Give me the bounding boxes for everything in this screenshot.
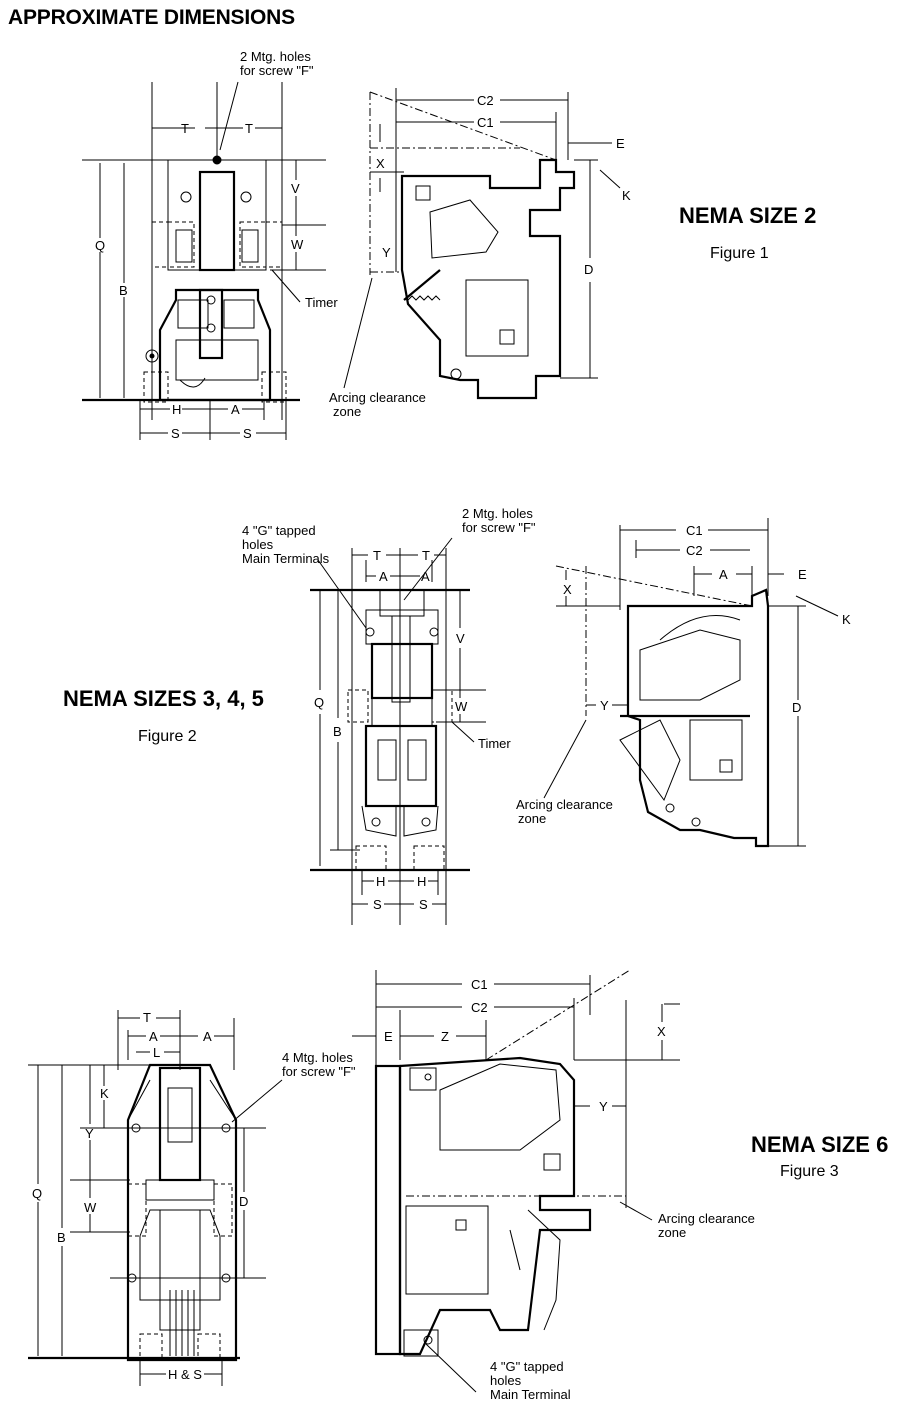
- fig3-tapped-line1: 4 "G" tapped: [490, 1359, 564, 1374]
- fig3-front-view: [28, 1010, 283, 1386]
- fig1-dim-b: B: [119, 283, 128, 298]
- fig3-tapped-line3: Main Terminal: [490, 1387, 571, 1402]
- fig3-dim-k: K: [100, 1086, 109, 1101]
- fig2-dim-t1: T: [373, 548, 381, 563]
- fig2-mtg-line1: 2 Mtg. holes: [462, 506, 533, 521]
- fig3-dim-l: L: [153, 1045, 161, 1060]
- fig1-dim-t1: T: [181, 121, 189, 136]
- fig3-caption: Figure 3: [780, 1163, 839, 1180]
- fig3-dim-t: T: [143, 1010, 151, 1025]
- fig2-arcing-line2: zone: [518, 811, 547, 826]
- fig2-timer-label: Timer: [478, 736, 511, 751]
- fig3-dim-e: E: [384, 1029, 393, 1044]
- fig1-arcing-note: Arcing clearance zone: [329, 391, 426, 419]
- fig2-dim-y: Y: [600, 698, 609, 713]
- fig1-dim-v: V: [291, 181, 300, 196]
- fig2-dim-a1: A: [379, 569, 388, 584]
- fig2-dim-b: B: [333, 724, 342, 739]
- fig1-dim-t2: T: [245, 121, 253, 136]
- fig3-tapped-line2: holes: [490, 1373, 522, 1388]
- fig2-caption: Figure 2: [138, 728, 197, 745]
- fig3-dim-c1: C1: [471, 977, 488, 992]
- fig2-dim-h1: H: [376, 874, 386, 889]
- fig1-dim-a: A: [231, 402, 240, 417]
- fig1-dim-h: H: [172, 402, 182, 417]
- fig1-front-view: [82, 81, 326, 440]
- fig1-arcing-line1: Arcing clearance: [329, 390, 426, 405]
- fig1-mtg-line1: 2 Mtg. holes: [240, 49, 311, 64]
- fig2-dim-e: E: [798, 567, 807, 582]
- fig2-dim-a2: A: [421, 569, 430, 584]
- fig1-dim-w: W: [291, 237, 304, 252]
- fig3-mtg-note: 4 Mtg. holes for screw "F": [282, 1051, 356, 1079]
- fig1-caption: Figure 1: [710, 245, 769, 262]
- fig1-dim-k: K: [622, 188, 631, 203]
- fig2-dim-c1: C1: [686, 523, 703, 538]
- fig1-dim-s2: S: [243, 426, 252, 441]
- fig2-dim-c2: C2: [686, 543, 703, 558]
- fig3-arcing-line1: Arcing clearance: [658, 1211, 755, 1226]
- fig2-dim-w: W: [455, 699, 468, 714]
- fig3-heading: NEMA SIZE 6: [751, 1132, 889, 1157]
- fig2-dim-s1: S: [373, 897, 382, 912]
- fig3-arcing-note: Arcing clearance zone: [658, 1212, 755, 1240]
- fig2-front-view: [310, 537, 486, 925]
- fig1-dim-d: D: [584, 262, 594, 277]
- fig3-dim-y: Y: [85, 1126, 94, 1141]
- fig1-dim-y: Y: [382, 245, 391, 260]
- fig2-dim-x: X: [563, 582, 572, 597]
- fig1-arcing-line2: zone: [333, 404, 362, 419]
- fig2-dim-h2: H: [417, 874, 427, 889]
- fig1-dim-c1: C1: [477, 115, 494, 130]
- fig2-tapped-note: 4 "G" tapped holes Main Terminals: [242, 524, 329, 566]
- fig3-dim-a1: A: [149, 1029, 158, 1044]
- fig3-dim-a2: A: [203, 1029, 212, 1044]
- fig1-dim-s1: S: [171, 426, 180, 441]
- fig3-dim-q: Q: [32, 1186, 43, 1201]
- fig1-dim-c2: C2: [477, 93, 494, 108]
- fig3-dim-z: Z: [441, 1029, 449, 1044]
- page-title: APPROXIMATE DIMENSIONS: [8, 6, 295, 29]
- fig2-dim-v: V: [456, 631, 465, 646]
- fig3-dim-c2: C2: [471, 1000, 488, 1015]
- fig2-side-view: [543, 518, 839, 848]
- fig1-dim-q: Q: [95, 238, 106, 253]
- fig3-dim-b: B: [57, 1230, 66, 1245]
- fig1-dim-e: E: [616, 136, 625, 151]
- fig2-arcing-note: Arcing clearance zone: [516, 798, 613, 826]
- fig2-mtg-line2: for screw "F": [462, 520, 536, 535]
- fig2-dim-a3: A: [719, 567, 728, 582]
- fig1-heading: NEMA SIZE 2: [679, 203, 817, 228]
- fig2-mtg-note: 2 Mtg. holes for screw "F": [462, 507, 536, 535]
- fig1-dim-x: X: [376, 156, 385, 171]
- fig3-dim-d: D: [239, 1194, 249, 1209]
- fig2-dim-k: K: [842, 612, 851, 627]
- fig2-dim-t2: T: [422, 548, 430, 563]
- fig1-mtg-note: 2 Mtg. holes for screw "F": [240, 50, 314, 78]
- fig1-mtg-line2: for screw "F": [240, 63, 314, 78]
- fig2-heading: NEMA SIZES 3, 4, 5: [63, 686, 264, 711]
- fig3-dim-hs: H & S: [168, 1367, 202, 1382]
- fig3-tapped-note: 4 "G" tapped holes Main Terminal: [490, 1360, 571, 1402]
- fig1-side-view: [343, 88, 621, 400]
- fig2-tapped-line2: holes: [242, 537, 274, 552]
- fig2-arcing-line1: Arcing clearance: [516, 797, 613, 812]
- fig2-dim-d: D: [792, 700, 802, 715]
- fig3-dim-y2: Y: [599, 1099, 608, 1114]
- fig1-timer-label: Timer: [305, 295, 338, 310]
- fig3-dim-x: X: [657, 1024, 666, 1039]
- fig2-tapped-line3: Main Terminals: [242, 551, 330, 566]
- fig2-dim-s2: S: [419, 897, 428, 912]
- fig3-arcing-line2: zone: [658, 1225, 687, 1240]
- fig2-tapped-line1: 4 "G" tapped: [242, 523, 316, 538]
- fig3-mtg-line2: for screw "F": [282, 1064, 356, 1079]
- fig2-dim-q: Q: [314, 695, 325, 710]
- fig3-side-view: [352, 969, 680, 1393]
- fig3-dim-w: W: [84, 1200, 97, 1215]
- fig3-mtg-line1: 4 Mtg. holes: [282, 1050, 353, 1065]
